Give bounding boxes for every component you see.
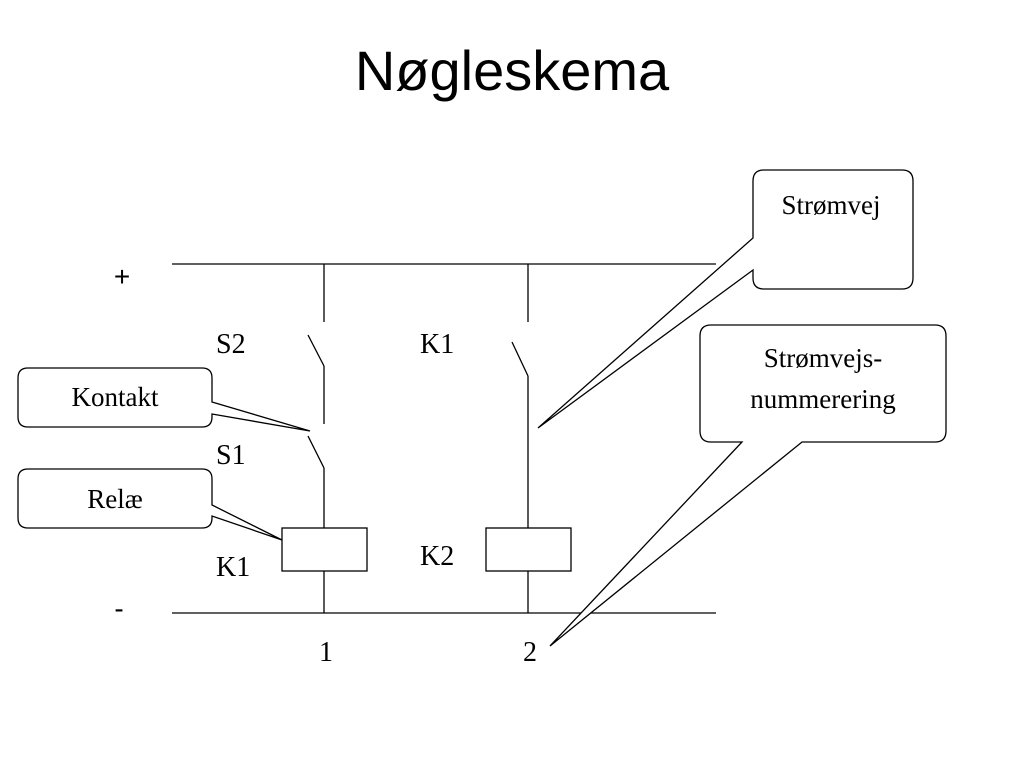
callout-numbering-line1: Strømvejs- — [764, 343, 883, 373]
current-path-2 — [485, 264, 572, 613]
callout-contact: Kontakt — [17, 367, 311, 432]
callout-numbering-line2: nummerering — [750, 384, 895, 414]
minus-label: - — [114, 593, 123, 624]
path-number-2: 2 — [523, 637, 537, 668]
callout-contact-text: Kontakt — [72, 382, 159, 412]
plus-label: + — [114, 261, 130, 292]
relay-k2-coil — [485, 527, 572, 572]
label-contact-k1: K1 — [420, 329, 454, 360]
contact-k1-blade — [511, 341, 529, 377]
callout-current-path-text: Strømvej — [782, 190, 881, 220]
label-relay-k1: K1 — [216, 552, 250, 583]
callout-current-path: Strømvej — [537, 169, 914, 429]
switch-s2-blade — [307, 334, 325, 367]
current-path-1 — [281, 264, 368, 613]
relay-k1-coil — [281, 527, 368, 572]
path-number-1: 1 — [319, 637, 333, 668]
callout-relay-text: Relæ — [87, 484, 143, 514]
label-s2: S2 — [216, 329, 246, 360]
label-relay-k2: K2 — [420, 541, 454, 572]
switch-s1-blade — [307, 435, 325, 469]
callout-relay: Relæ — [17, 468, 283, 541]
slide-title: Nøgleskema — [354, 39, 670, 102]
callout-path-numbering: Strømvejs- nummerering — [549, 324, 947, 647]
label-s1: S1 — [216, 440, 246, 471]
